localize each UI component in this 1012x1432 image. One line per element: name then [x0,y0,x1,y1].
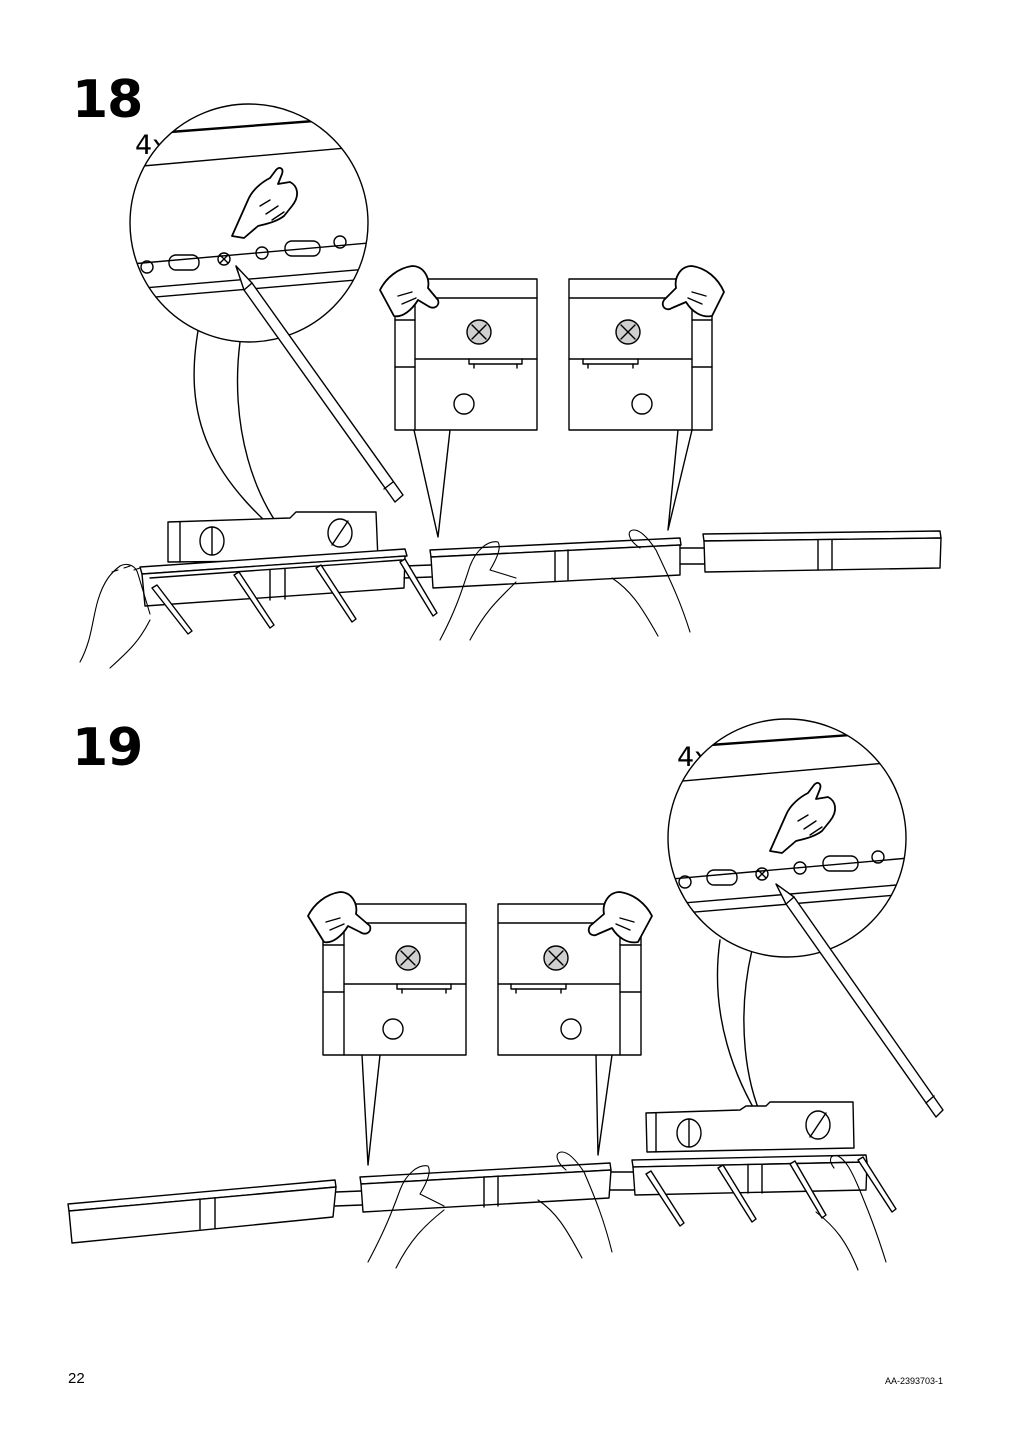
marked-hole-icon [756,868,768,880]
rail-icon [140,531,941,606]
rail-icon [68,1155,867,1243]
hand-icon [232,168,297,238]
pencil-icon [776,884,943,1117]
step-18-illustration [80,104,941,668]
step-18-detail-right [569,266,724,530]
hand-icon [80,530,690,668]
spirit-level-icon [646,1102,854,1152]
hole-icon [383,1019,403,1039]
document-code: AA-2393703-1 [885,1376,944,1386]
hand-icon [770,783,835,853]
step-19-number: 19 [72,718,143,778]
hand-icon [368,1152,886,1270]
pencil-icon [646,1157,896,1226]
hand-icon [308,892,370,942]
pencil-icon [152,559,437,634]
step-18-detail-left [380,266,537,537]
hand-icon [380,266,438,316]
hole-icon [454,394,474,414]
hole-icon [632,394,652,414]
step-19-illustration [68,719,943,1270]
step-19-detail-right [498,892,652,1155]
spirit-level-icon [168,512,378,562]
page-number: 22 [68,1370,85,1387]
step-19-detail-left [308,892,466,1165]
hand-icon [589,892,652,942]
step-18-zoom-callout [120,104,403,553]
step-19-zoom-callout [660,719,943,1143]
hole-icon [561,1019,581,1039]
step-18-number: 18 [72,70,143,130]
marked-hole-icon [218,253,230,265]
hand-icon [663,266,724,316]
pencil-icon [236,266,403,502]
